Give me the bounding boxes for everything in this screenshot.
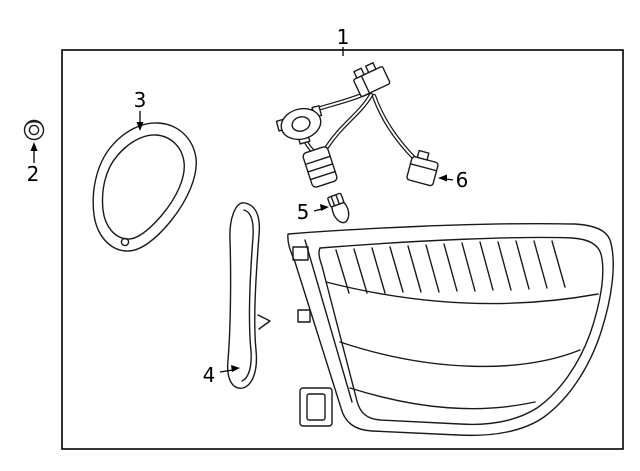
callout-2: 2 xyxy=(27,142,40,186)
callout-6-arrow xyxy=(438,174,447,182)
bulb-drawing xyxy=(327,192,350,224)
callout-6-leader-line xyxy=(445,178,454,181)
callout-4-leader-line xyxy=(219,369,234,373)
callout-label-2: 2 xyxy=(27,162,40,186)
callout-5: 5 xyxy=(297,200,329,224)
callout-4: 4 xyxy=(203,363,240,387)
callout-5-leader-line xyxy=(313,208,323,212)
callout-6: 6 xyxy=(438,168,468,192)
callout-label-3: 3 xyxy=(134,88,147,112)
callout-2-arrow xyxy=(30,142,38,151)
callout-label-6: 6 xyxy=(456,168,469,192)
callout-5-arrow xyxy=(320,204,329,211)
gasket-drawing xyxy=(92,122,197,252)
callout-3: 3 xyxy=(134,88,147,131)
harness-top-connector xyxy=(353,62,391,97)
callout-3-arrow xyxy=(136,122,144,131)
twist-lock-socket xyxy=(275,105,323,145)
callout-label-1: 1 xyxy=(337,25,350,49)
callout-label-4: 4 xyxy=(203,363,216,387)
bulb-socket xyxy=(302,146,338,188)
tail-lamp-assembly-drawing xyxy=(287,222,614,437)
wiring-harness-drawing xyxy=(275,62,439,188)
lens-ribbing xyxy=(335,240,566,294)
callout-4-arrow xyxy=(231,365,240,372)
bracket-strip-drawing xyxy=(226,202,271,389)
callout-label-5: 5 xyxy=(297,200,310,224)
harness-end-connector xyxy=(406,149,439,187)
grommet-drawing xyxy=(23,119,45,141)
callout-1: 1 xyxy=(337,25,350,56)
